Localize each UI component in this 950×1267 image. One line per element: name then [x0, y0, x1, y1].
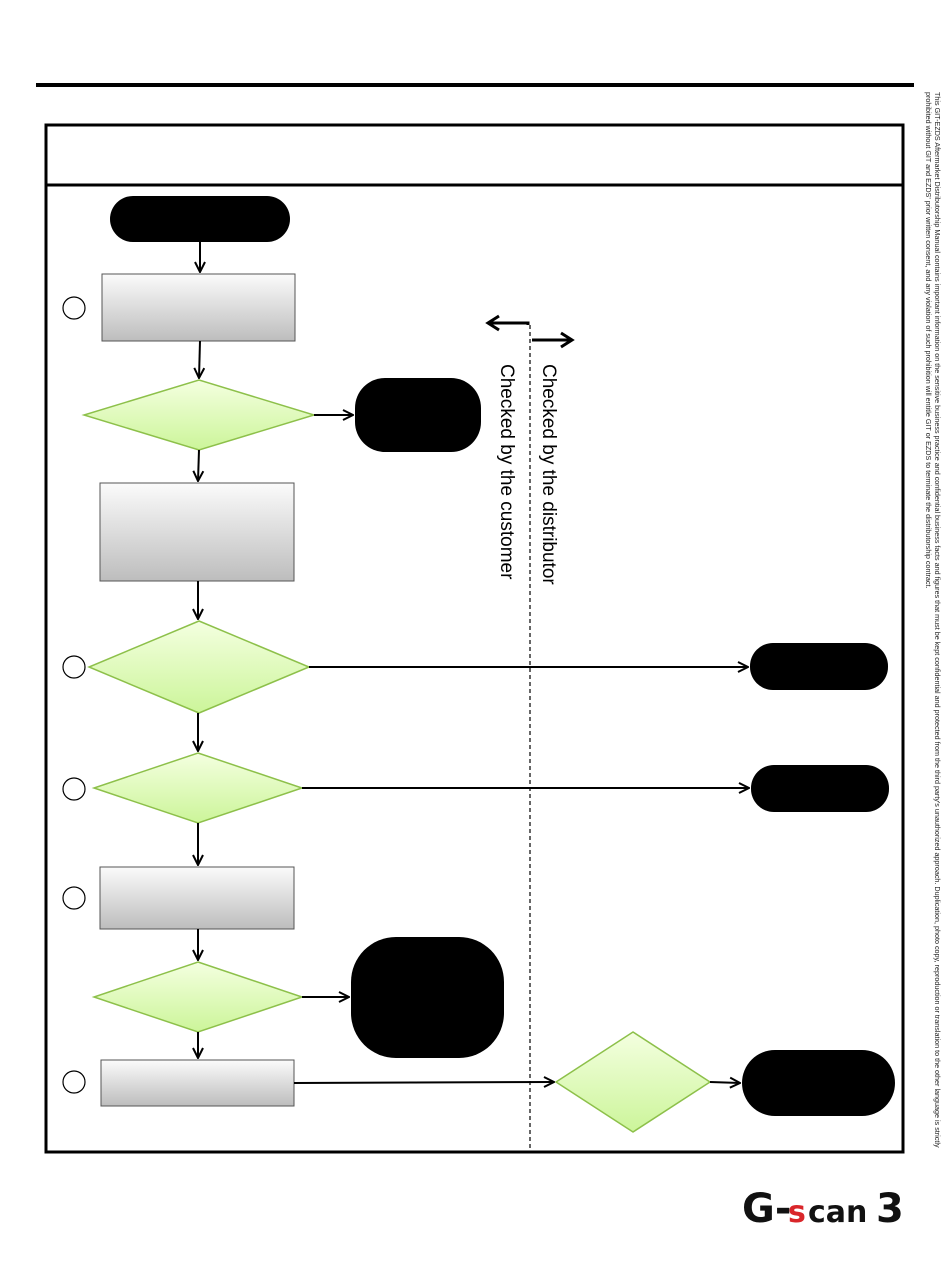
decision-diamond — [87, 620, 311, 714]
distributor-zone-label: Checked by the distributor — [538, 364, 559, 585]
connector-arrow — [198, 449, 199, 481]
connector-arrow — [709, 1082, 740, 1083]
process-box — [99, 866, 295, 930]
decision-diamond — [81, 379, 317, 451]
process-box — [99, 482, 295, 582]
gscan3-logo: G- s can 3 — [742, 1186, 904, 1230]
step-marker — [62, 777, 86, 801]
process-box — [101, 273, 296, 342]
step-marker — [62, 296, 86, 320]
step-marker — [62, 886, 86, 910]
end-terminal — [351, 937, 504, 1058]
connectors — [198, 242, 749, 1083]
connector-arrow — [199, 340, 200, 378]
confidentiality-notice: This GIT-EZDS Aftermarket Distributorshi… — [912, 92, 942, 1152]
logo-number: 3 — [876, 1186, 904, 1230]
connector-arrow — [293, 1082, 554, 1083]
confidentiality-notice-text: This GIT-EZDS Aftermarket Distributorshi… — [924, 92, 942, 1148]
decision-diamond — [91, 961, 305, 1033]
end-terminal — [750, 643, 888, 690]
customer-zone-arrow — [490, 321, 530, 325]
end-terminal — [751, 765, 889, 812]
customer-zone-label: Checked by the customer — [496, 364, 517, 580]
logo-text-accent: s — [788, 1195, 806, 1230]
process-box — [100, 1059, 295, 1107]
decision-diamond — [91, 752, 305, 824]
step-marker — [62, 1070, 86, 1094]
end-terminal — [742, 1050, 895, 1116]
logo-text-right: can — [808, 1195, 867, 1230]
distributor-zone-arrowhead — [560, 331, 575, 349]
customer-zone-arrowhead — [485, 314, 500, 332]
step-marker — [62, 655, 86, 679]
diagram-frame — [44, 123, 905, 1154]
end-terminal — [355, 378, 481, 452]
decision-diamond — [554, 1031, 712, 1133]
logo-text-left: G- — [742, 1186, 791, 1230]
start-terminal — [110, 196, 290, 242]
